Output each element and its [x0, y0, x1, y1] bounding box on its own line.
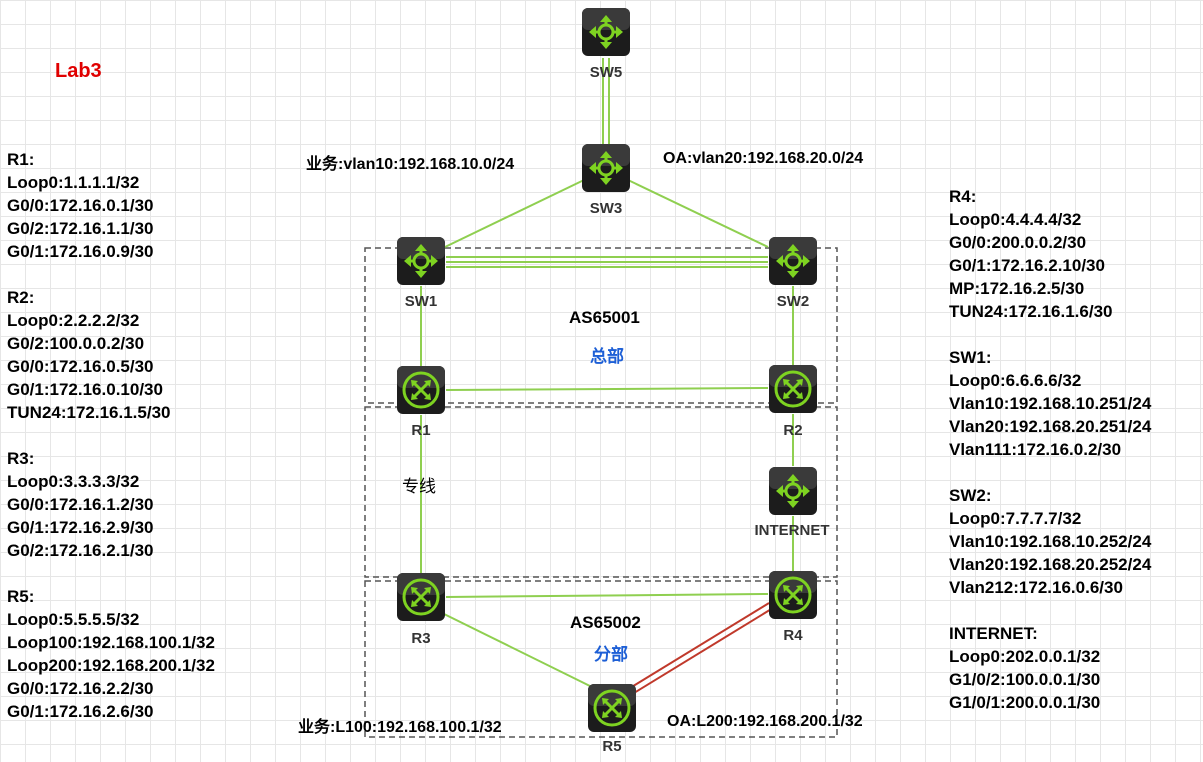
config-line: G0/0:172.16.0.5/30 [7, 357, 154, 376]
as65001-box [364, 247, 838, 404]
router-icon[interactable] [768, 364, 818, 414]
config-line: Loop0:6.6.6.6/32 [949, 371, 1082, 390]
switch-icon[interactable] [396, 236, 446, 286]
config-line: G0/1:172.16.2.10/30 [949, 256, 1105, 275]
sw1-config-block: SW1: Loop0:6.6.6.6/32 Vlan10:192.168.10.… [949, 346, 1151, 461]
lab-title: Lab3 [55, 60, 102, 82]
config-line: Loop0:2.2.2.2/32 [7, 311, 140, 330]
config-line: G0/0:172.16.1.2/30 [7, 495, 154, 514]
vlan20-label: OA:vlan20:192.168.20.0/24 [663, 150, 864, 167]
link-r4-r5-b [633, 607, 774, 694]
config-line: Loop0:5.5.5.5/32 [7, 610, 140, 629]
branch-label: 分部 [594, 645, 628, 664]
sw2-config-block: SW2: Loop0:7.7.7.7/32 Vlan10:192.168.10.… [949, 484, 1151, 599]
link-r4-r5-a [629, 602, 770, 689]
switch-icon[interactable] [768, 236, 818, 286]
r3-label: R3 [411, 630, 431, 647]
internet-config-title: INTERNET: [949, 624, 1038, 643]
config-line: G0/1:172.16.0.10/30 [7, 380, 163, 399]
config-line: Loop0:4.4.4.4/32 [949, 210, 1082, 229]
r1-config-title: R1: [7, 150, 35, 169]
as65002-box [364, 580, 838, 738]
vlan10-label: 业务:vlan10:192.168.10.0/24 [306, 156, 515, 173]
config-line: Vlan20:192.168.20.251/24 [949, 417, 1152, 436]
r5-config-block: R5: Loop0:5.5.5.5/32 Loop100:192.168.100… [7, 585, 215, 723]
config-line: Vlan212:172.16.0.6/30 [949, 578, 1123, 597]
link-sw3-sw1 [444, 179, 585, 248]
config-line: G0/0:200.0.0.2/30 [949, 233, 1087, 252]
router-icon[interactable] [587, 683, 637, 733]
config-line: Vlan10:192.168.10.252/24 [949, 532, 1152, 551]
config-line: G1/0/2:100.0.0.1/30 [949, 670, 1101, 689]
link-r3-r5 [439, 611, 595, 689]
config-line: Vlan20:192.168.20.252/24 [949, 555, 1152, 574]
switch-icon[interactable] [581, 143, 631, 193]
sw2-label: SW2 [776, 293, 810, 310]
router-icon[interactable] [768, 570, 818, 620]
config-line: Loop100:192.168.100.1/32 [7, 633, 215, 652]
switch-icon[interactable] [581, 7, 631, 57]
config-line: Loop0:3.3.3.3/32 [7, 472, 140, 491]
config-line: G0/1:172.16.2.6/30 [7, 702, 154, 721]
sw1-label: SW1 [404, 293, 438, 310]
as65002-label: AS65002 [570, 613, 641, 632]
r3-config-title: R3: [7, 449, 35, 468]
config-line: Vlan111:172.16.0.2/30 [949, 440, 1122, 459]
config-line: TUN24:172.16.1.5/30 [7, 403, 171, 422]
internet-config-block: INTERNET: Loop0:202.0.0.1/32 G1/0/2:100.… [949, 622, 1100, 714]
r2-config-title: R2: [7, 288, 35, 307]
config-line: Vlan10:192.168.10.251/24 [949, 394, 1152, 413]
leased-line-box [364, 406, 838, 578]
hq-label: 总部 [590, 347, 624, 366]
router-icon[interactable] [396, 365, 446, 415]
link-r3-r4 [445, 593, 769, 598]
internet-label: INTERNET [754, 522, 830, 539]
r3-config-block: R3: Loop0:3.3.3.3/32 G0/0:172.16.1.2/30 … [7, 447, 154, 562]
config-line: G0/1:172.16.0.9/30 [7, 242, 154, 261]
router-icon[interactable] [396, 572, 446, 622]
config-line: TUN24:172.16.1.6/30 [949, 302, 1113, 321]
r2-label: R2 [783, 422, 803, 439]
config-line: G0/2:100.0.0.2/30 [7, 334, 145, 353]
sw1-config-title: SW1: [949, 348, 992, 367]
r5-config-title: R5: [7, 587, 35, 606]
sw2-config-title: SW2: [949, 486, 992, 505]
config-line: G0/0:172.16.2.2/30 [7, 679, 154, 698]
config-line: Loop0:1.1.1.1/32 [7, 173, 140, 192]
r5-label: R5 [602, 738, 622, 755]
leased-line-label: 专线 [402, 477, 436, 496]
r1-config-block: R1: Loop0:1.1.1.1/32 G0/0:172.16.0.1/30 … [7, 148, 154, 263]
config-line: G0/2:172.16.2.1/30 [7, 541, 154, 560]
config-line: G0/0:172.16.0.1/30 [7, 196, 154, 215]
r4-config-title: R4: [949, 187, 977, 206]
config-line: Loop200:192.168.200.1/32 [7, 656, 215, 675]
l200-label: OA:L200:192.168.200.1/32 [667, 713, 863, 730]
r1-label: R1 [411, 422, 431, 439]
sw5-label: SW5 [589, 64, 623, 81]
config-line: Loop0:7.7.7.7/32 [949, 509, 1082, 528]
l100-label: 业务:L100:192.168.100.1/32 [298, 719, 502, 736]
switch-icon[interactable] [768, 466, 818, 516]
link-r1-r2 [445, 387, 769, 391]
sw3-label: SW3 [589, 200, 623, 217]
config-line: G0/1:172.16.2.9/30 [7, 518, 154, 537]
link-sw3-sw2 [627, 179, 769, 248]
config-line: G0/2:172.16.1.1/30 [7, 219, 154, 238]
r4-config-block: R4: Loop0:4.4.4.4/32 G0/0:200.0.0.2/30 G… [949, 185, 1113, 323]
r4-label: R4 [783, 627, 803, 644]
config-line: G1/0/1:200.0.0.1/30 [949, 693, 1101, 712]
config-line: MP:172.16.2.5/30 [949, 279, 1085, 298]
r2-config-block: R2: Loop0:2.2.2.2/32 G0/2:100.0.0.2/30 G… [7, 286, 171, 424]
as65001-label: AS65001 [569, 308, 640, 327]
config-line: Loop0:202.0.0.1/32 [949, 647, 1101, 666]
